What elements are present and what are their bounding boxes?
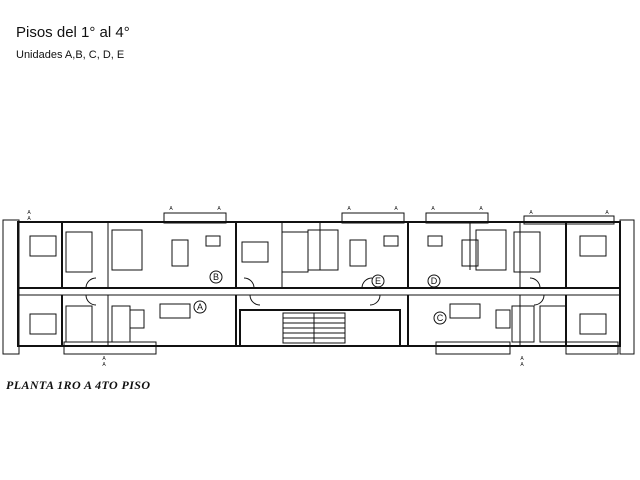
dining-table-d	[461, 239, 479, 267]
plan-caption: PLANTA 1RO A 4TO PISO	[6, 378, 151, 392]
circulation-core	[239, 309, 401, 347]
section-mark: A	[479, 206, 483, 212]
section-mark: A	[27, 210, 31, 216]
section-mark: A	[102, 362, 106, 368]
unit-label-a: A	[197, 302, 203, 312]
kitchen-e	[307, 229, 339, 271]
section-mark: A	[102, 356, 106, 362]
page-subtitle: Unidades A,B, C, D, E	[16, 49, 125, 61]
balcony-c	[435, 341, 511, 355]
section-mark: A	[169, 206, 173, 212]
bathroom-d	[513, 231, 541, 273]
sofa-b	[205, 235, 221, 247]
west-wing	[2, 219, 20, 355]
bathroom-b	[65, 231, 93, 273]
kitchen-c	[511, 305, 535, 343]
bed-a	[29, 313, 57, 335]
kitchen-b	[111, 229, 143, 271]
section-mark: A	[27, 216, 31, 222]
bathroom-e	[281, 231, 309, 273]
section-mark: A	[431, 206, 435, 212]
unit-label-c: C	[437, 313, 444, 323]
section-mark: A	[217, 206, 221, 212]
sofa-c	[495, 309, 511, 329]
section-mark: A	[529, 210, 533, 216]
bed-b	[29, 235, 57, 257]
section-mark: A	[520, 356, 524, 362]
unit-marker-c	[433, 311, 447, 325]
balcony-east	[523, 215, 615, 225]
unit-marker-b	[209, 270, 223, 284]
east-wing	[619, 219, 635, 355]
sofa-d	[427, 235, 443, 247]
page-title: Pisos del 1° al 4°	[16, 24, 130, 41]
unit-marker-e	[371, 274, 385, 288]
bathroom-a	[65, 305, 93, 343]
section-mark: A	[347, 206, 351, 212]
sofa-a	[129, 309, 145, 329]
balcony-e	[341, 212, 405, 224]
unit-marker-d	[427, 274, 441, 288]
balcony-a	[63, 341, 157, 355]
unit-label-e: E	[375, 276, 381, 286]
balcony-b	[163, 212, 227, 224]
bed-d	[579, 235, 607, 257]
dining-table-c	[449, 303, 481, 319]
dining-table-a	[159, 303, 191, 319]
balcony-east-low	[565, 341, 619, 355]
kitchen-a	[111, 305, 131, 343]
bed-c	[579, 313, 607, 335]
section-mark: A	[520, 362, 524, 368]
section-mark: A	[605, 210, 609, 216]
unit-marker-a	[193, 300, 207, 314]
dining-table-b	[171, 239, 189, 267]
dining-table-e	[349, 239, 367, 267]
sofa-e	[383, 235, 399, 247]
unit-label-b: B	[213, 272, 219, 282]
balcony-d	[425, 212, 489, 224]
section-mark: A	[394, 206, 398, 212]
bathroom-c	[539, 305, 567, 343]
kitchen-d	[475, 229, 507, 271]
unit-label-d: D	[431, 276, 438, 286]
bed-e	[241, 241, 269, 263]
